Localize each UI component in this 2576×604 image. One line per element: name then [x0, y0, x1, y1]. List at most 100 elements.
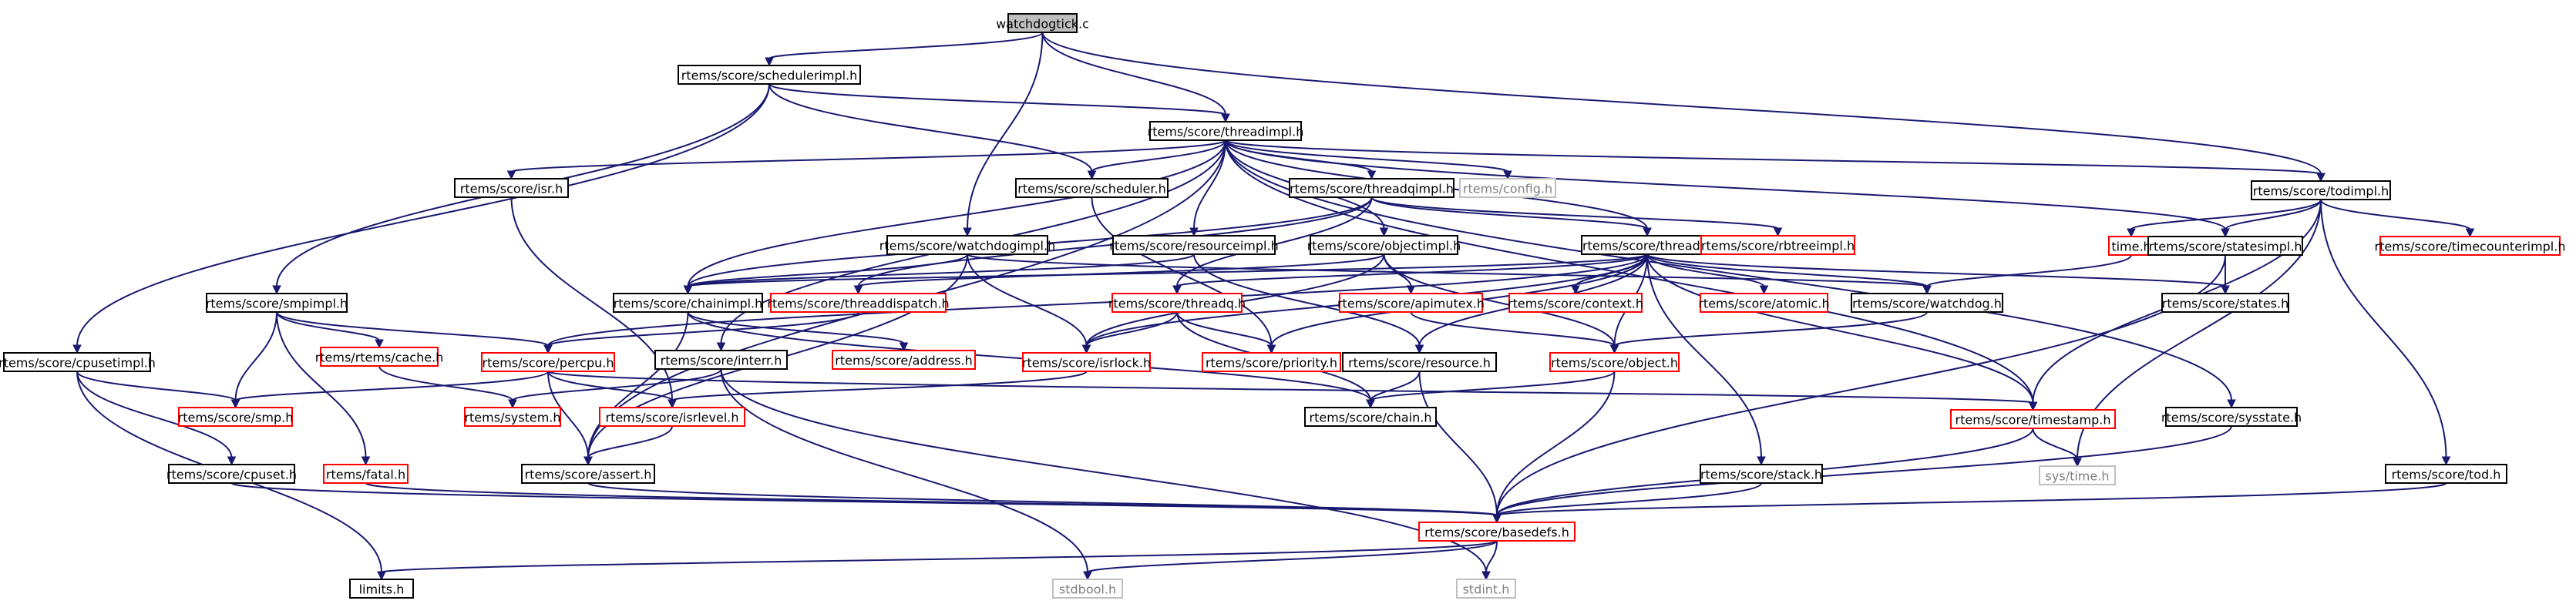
- edge-threadimpl-to-scheduler: [1087, 139, 1226, 180]
- node-systime[interactable]: sys/time.h: [2039, 465, 2116, 485]
- node-priority[interactable]: rtems/score/priority.h: [1202, 352, 1341, 372]
- node-box: [1052, 579, 1123, 599]
- node-percpu[interactable]: rtems/score/percpu.h: [481, 352, 615, 372]
- node-watchdogtick[interactable]: watchdogtick.c: [996, 13, 1089, 33]
- node-label: rtems/score/smpimpl.h: [206, 297, 348, 311]
- node-box: [1022, 352, 1151, 372]
- node-limits[interactable]: limits.h: [349, 579, 414, 599]
- node-resource[interactable]: rtems/score/resource.h: [1342, 352, 1497, 372]
- node-threaddispatch[interactable]: rtems/score/threaddispatch.h: [767, 293, 950, 313]
- edge-threadimpl-to-sysstate: [1225, 139, 2236, 409]
- node-smpimpl[interactable]: rtems/score/smpimpl.h: [206, 293, 348, 313]
- node-assert[interactable]: rtems/score/assert.h: [521, 464, 655, 484]
- node-basedefs[interactable]: rtems/score/basedefs.h: [1418, 522, 1576, 542]
- edge-interr-to-stdbool: [720, 368, 1092, 581]
- node-sysstate[interactable]: rtems/score/sysstate.h: [2161, 407, 2302, 427]
- node-timecounterimpl[interactable]: rtems/score/timecounterimpl.h: [2375, 236, 2566, 256]
- node-label: rtems/score/object.h: [1551, 356, 1678, 371]
- node-isrlock[interactable]: rtems/score/isrlock.h: [1022, 352, 1151, 372]
- node-cpuset[interactable]: rtems/score/cpuset.h: [166, 464, 297, 484]
- node-thread[interactable]: rtems/score/thread.h: [1581, 235, 1713, 255]
- node-box: [613, 293, 763, 313]
- edge-interr-to-stdint: [720, 368, 1491, 581]
- node-interr[interactable]: rtems/score/interr.h: [654, 350, 788, 370]
- edge-smpimpl-to-smp: [230, 311, 277, 409]
- node-label: rtems/score/threadimpl.h: [1148, 125, 1304, 139]
- edge-schedulerimpl-to-cpusetimpl: [72, 83, 770, 354]
- node-object[interactable]: rtems/score/object.h: [1549, 352, 1680, 372]
- node-resourceimpl[interactable]: rtems/score/resourceimpl.h: [1109, 235, 1279, 255]
- node-stack[interactable]: rtems/score/stack.h: [1700, 464, 1823, 484]
- node-stdbool[interactable]: stdbool.h: [1052, 579, 1123, 599]
- node-stdint[interactable]: stdint.h: [1456, 579, 1516, 599]
- node-system[interactable]: rtems/system.h: [464, 407, 561, 427]
- node-label: rtems/score/isr.h: [460, 182, 563, 196]
- node-context[interactable]: rtems/score/context.h: [1508, 293, 1643, 313]
- node-todimpl[interactable]: rtems/score/todimpl.h: [2251, 180, 2391, 200]
- node-tod[interactable]: rtems/score/tod.h: [2385, 464, 2507, 484]
- node-scheduler[interactable]: rtems/score/scheduler.h: [1015, 178, 1169, 198]
- node-cache[interactable]: rtems/rtems/cache.h: [315, 347, 444, 367]
- node-box: [1581, 235, 1713, 255]
- node-isr[interactable]: rtems/score/isr.h: [454, 178, 569, 198]
- node-label: rtems/score/context.h: [1508, 297, 1643, 311]
- node-label: rtems/score/watchdog.h: [1852, 297, 2002, 311]
- node-isrlevel[interactable]: rtems/score/isrlevel.h: [599, 407, 745, 427]
- node-threadq[interactable]: rtems/score/threadq.h: [1108, 293, 1246, 313]
- node-timestamp[interactable]: rtems/score/timestamp.h: [1950, 409, 2116, 429]
- node-box: [1508, 293, 1643, 313]
- node-states[interactable]: rtems/score/states.h: [2161, 293, 2289, 313]
- node-box: [1111, 293, 1243, 313]
- edge-schedulerimpl-to-scheduler: [768, 83, 1097, 180]
- edge-todimpl-to-timecounterimpl: [2320, 199, 2475, 238]
- node-box: [1007, 13, 1078, 33]
- node-label: rtems/score/schedulerimpl.h: [681, 69, 858, 83]
- edge-threadq-to-priority: [1176, 311, 1276, 354]
- edge-percpu-to-timestamp: [547, 371, 2038, 411]
- node-threadqimpl[interactable]: rtems/score/threadqimpl.h: [1289, 178, 1454, 198]
- node-atomic[interactable]: rtems/score/atomic.h: [1698, 293, 1830, 313]
- node-apimutex[interactable]: rtems/score/apimutex.h: [1337, 293, 1485, 313]
- node-box: [1456, 579, 1516, 599]
- node-label: rtems/score/timecounterimpl.h: [2375, 240, 2566, 254]
- node-box: [832, 350, 976, 370]
- node-label: rtems/score/threadqimpl.h: [1290, 182, 1454, 196]
- node-time[interactable]: time.h: [2108, 236, 2154, 256]
- edge-resource-to-chain: [1366, 371, 1421, 409]
- node-schedulerimpl[interactable]: rtems/score/schedulerimpl.h: [678, 65, 861, 85]
- node-cpusetimpl[interactable]: rtems/score/cpusetimpl.h: [0, 352, 156, 372]
- edge-sysstate-to-basedefs: [1492, 425, 2232, 524]
- node-label: rtems/score/tod.h: [2392, 468, 2501, 482]
- node-box: [654, 350, 788, 370]
- node-box: [2108, 236, 2154, 256]
- edge-resource-to-basedefs: [1418, 371, 1502, 524]
- node-fatal[interactable]: rtems/fatal.h: [323, 464, 409, 484]
- edge-cpusetimpl-to-smp: [76, 371, 240, 409]
- node-address[interactable]: rtems/score/address.h: [832, 350, 976, 370]
- node-threadimpl[interactable]: rtems/score/threadimpl.h: [1148, 121, 1304, 141]
- node-label: rtems/score/apimutex.h: [1337, 297, 1485, 311]
- edge-watchdog-to-object: [1609, 311, 1928, 354]
- node-box: [1700, 235, 1855, 255]
- node-label: rtems/score/scheduler.h: [1017, 182, 1165, 196]
- node-rbtreeimpl[interactable]: rtems/score/rbtreeimpl.h: [1700, 235, 1855, 255]
- edge-isrlevel-to-assert: [583, 425, 673, 466]
- node-label: rtems/score/states.h: [2162, 297, 2288, 311]
- node-statesimpl[interactable]: rtems/score/statesimpl.h: [2147, 236, 2303, 256]
- edge-objectimpl-to-threaddispatch: [853, 253, 1385, 295]
- node-watchdog[interactable]: rtems/score/watchdog.h: [1851, 293, 2003, 313]
- node-label: stdint.h: [1463, 582, 1510, 597]
- node-watchdogimpl[interactable]: rtems/score/watchdogimpl.h: [879, 235, 1055, 255]
- edge-watchdogtick-to-schedulerimpl: [765, 32, 1044, 67]
- node-chain[interactable]: rtems/score/chain.h: [1304, 407, 1437, 427]
- node-smp[interactable]: rtems/score/smp.h: [178, 407, 294, 427]
- node-box: [2039, 465, 2116, 485]
- node-label: rtems/config.h: [1463, 182, 1552, 196]
- node-objectimpl[interactable]: rtems/score/objectimpl.h: [1307, 235, 1461, 255]
- node-chainimpl[interactable]: rtems/score/chainimpl.h: [613, 293, 763, 313]
- node-config[interactable]: rtems/config.h: [1459, 178, 1556, 198]
- edge-watchdogtick-to-watchdogimpl: [963, 32, 1044, 237]
- node-box: [2251, 180, 2391, 200]
- node-box: [178, 407, 293, 427]
- node-label: rtems/score/timestamp.h: [1956, 413, 2111, 428]
